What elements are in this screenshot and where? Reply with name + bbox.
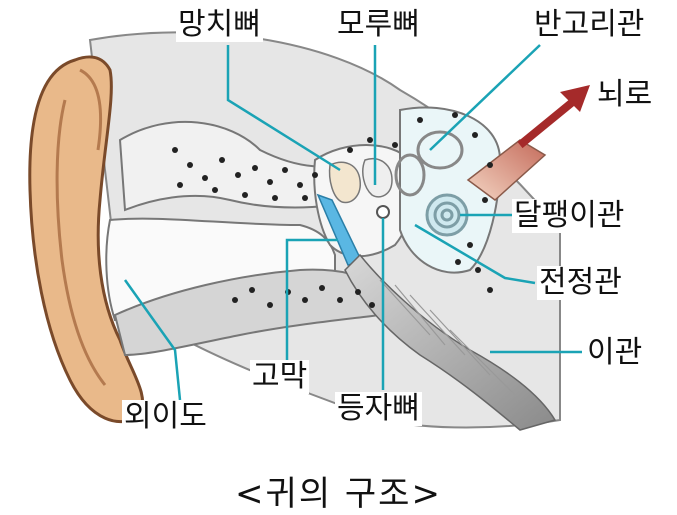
label-stapes: 등자뼈 bbox=[335, 392, 422, 426]
label-eustachian-tube: 이관 bbox=[585, 336, 644, 370]
stapes-bone bbox=[377, 206, 389, 218]
label-incus: 모루뼈 bbox=[335, 8, 422, 42]
label-malleus: 망치뼈 bbox=[176, 8, 263, 42]
label-semicircular-canals: 반고리관 bbox=[532, 8, 646, 42]
label-vestibule: 전정관 bbox=[537, 266, 624, 300]
label-cochlea: 달팽이관 bbox=[512, 199, 626, 233]
diagram-caption: <귀의 구조> bbox=[0, 466, 677, 515]
label-eardrum: 고막 bbox=[250, 360, 309, 394]
label-to-brain: 뇌로 bbox=[595, 78, 654, 112]
label-ear-canal: 외이도 bbox=[122, 400, 209, 434]
to-brain-arrow-shaft bbox=[520, 100, 575, 145]
